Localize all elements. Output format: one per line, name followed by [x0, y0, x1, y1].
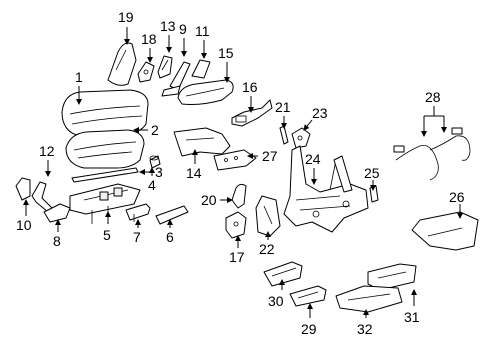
part-23-latch[interactable] — [291, 127, 311, 149]
callout-13: 13 — [160, 18, 176, 34]
callout-19: 19 — [118, 9, 134, 25]
part-20-armrest-cover[interactable] — [231, 183, 247, 209]
callout-4: 4 — [148, 177, 156, 193]
callout-28: 28 — [425, 89, 441, 105]
callout-labels: 19 18 13 9 11 15 16 1 2 3 12 4 5 7 6 10 … — [16, 9, 465, 337]
part-30-floor-panel[interactable] — [263, 261, 303, 287]
callout-15: 15 — [218, 45, 234, 61]
callout-3: 3 — [155, 164, 163, 180]
part-32-rear-panel[interactable] — [335, 285, 403, 313]
callout-2: 2 — [151, 122, 159, 138]
callout-16: 16 — [242, 79, 258, 95]
part-14-side-support[interactable] — [173, 127, 231, 157]
part-25-clip[interactable] — [369, 185, 379, 203]
part-5-seat-frame[interactable] — [69, 183, 141, 224]
callout-23: 23 — [312, 105, 328, 121]
callout-5: 5 — [103, 227, 111, 243]
callout-32: 32 — [357, 321, 373, 337]
callout-17: 17 — [229, 249, 245, 265]
part-17-cover[interactable] — [225, 211, 247, 239]
callout-10: 10 — [16, 217, 32, 233]
callout-6: 6 — [166, 229, 174, 245]
part-28-cable[interactable] — [393, 127, 471, 181]
part-1-seat-cushion[interactable] — [61, 89, 149, 137]
callout-22: 22 — [259, 241, 275, 257]
callout-30: 30 — [268, 293, 284, 309]
part-24-seat-frame[interactable] — [283, 145, 369, 233]
part-29-floor-panel[interactable] — [289, 285, 327, 307]
part-22-side-panel[interactable] — [255, 195, 281, 237]
callout-1: 1 — [75, 69, 83, 85]
part-15-side-shield[interactable] — [177, 79, 234, 105]
part-7-rail-bracket[interactable] — [125, 203, 151, 222]
part-10-lever-cover[interactable] — [15, 177, 31, 201]
part-19-back-trim[interactable] — [107, 42, 137, 86]
part-13-latch-cover[interactable] — [157, 55, 173, 79]
part-12-lever[interactable] — [31, 181, 53, 213]
part-18-bracket[interactable] — [137, 61, 155, 83]
callout-9: 9 — [179, 21, 187, 37]
part-8-bracket[interactable] — [43, 203, 71, 223]
callout-12: 12 — [39, 143, 55, 159]
part-27-trim-shield[interactable] — [213, 149, 257, 171]
callout-27: 27 — [262, 148, 278, 164]
callout-31: 31 — [404, 309, 420, 325]
leader-lines — [23, 27, 463, 318]
callout-11: 11 — [195, 23, 210, 39]
callout-25: 25 — [364, 165, 380, 181]
part-11-cover[interactable] — [191, 59, 211, 79]
part-6-trim-panel[interactable] — [155, 205, 189, 225]
callout-18: 18 — [141, 31, 157, 47]
part-26-cover-panel[interactable] — [411, 211, 479, 251]
callout-29: 29 — [301, 321, 317, 337]
part-4-bushing[interactable] — [149, 155, 161, 169]
part-3-rod[interactable] — [71, 167, 139, 183]
callout-26: 26 — [449, 189, 465, 205]
callout-24: 24 — [305, 151, 321, 167]
callout-14: 14 — [186, 165, 202, 181]
part-31-rear-panel[interactable] — [367, 263, 417, 291]
callout-7: 7 — [133, 229, 141, 245]
part-21-pin[interactable] — [279, 125, 289, 145]
callout-20: 20 — [201, 192, 217, 208]
part-9-handle[interactable] — [161, 61, 191, 97]
part-2-cushion-pad[interactable] — [65, 129, 145, 169]
callout-21: 21 — [275, 99, 291, 115]
callout-8: 8 — [53, 233, 61, 249]
part-16-recliner[interactable] — [231, 99, 273, 127]
